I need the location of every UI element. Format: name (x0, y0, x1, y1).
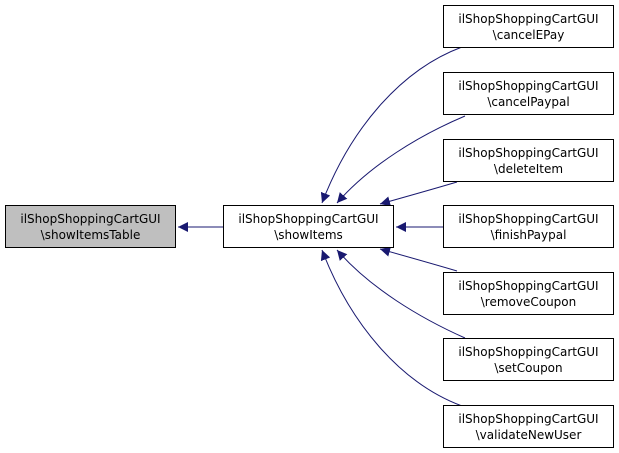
node-method-label: \cancelEPay (492, 27, 565, 42)
node-delete-item[interactable]: ilShopShoppingCartGUI \deleteItem (443, 139, 614, 182)
node-cancel-epay[interactable]: ilShopShoppingCartGUI \cancelEPay (443, 5, 614, 48)
node-method-label: \showItemsTable (40, 227, 141, 242)
node-class-label: ilShopShoppingCartGUI (458, 78, 599, 93)
node-remove-coupon[interactable]: ilShopShoppingCartGUI \removeCoupon (443, 272, 614, 315)
node-class-label: ilShopShoppingCartGUI (458, 145, 599, 160)
edge-deleteItem-to-showItems (379, 181, 458, 207)
edge-cancelPaypal-to-showItems (336, 115, 466, 204)
node-set-coupon[interactable]: ilShopShoppingCartGUI \setCoupon (443, 338, 614, 381)
node-method-label: \removeCoupon (480, 294, 577, 309)
node-method-label: \cancelPaypal (487, 94, 570, 109)
node-class-label: ilShopShoppingCartGUI (458, 211, 599, 226)
node-method-label: \deleteItem (493, 161, 564, 176)
node-method-label: \finishPaypal (490, 227, 567, 242)
node-class-label: ilShopShoppingCartGUI (238, 211, 379, 226)
node-method-label: \validateNewUser (475, 427, 582, 442)
edge-removeCoupon-to-showItems (379, 246, 458, 272)
node-class-label: ilShopShoppingCartGUI (458, 278, 599, 293)
node-show-items-table: ilShopShoppingCartGUI \showItemsTable (5, 205, 176, 248)
node-class-label: ilShopShoppingCartGUI (458, 11, 599, 26)
node-class-label: ilShopShoppingCartGUI (458, 411, 599, 426)
node-validate-new-user[interactable]: ilShopShoppingCartGUI \validateNewUser (443, 405, 614, 448)
node-method-label: \setCoupon (494, 360, 563, 375)
edge-cancelEPay-to-showItems (320, 46, 463, 204)
node-method-label: \showItems (274, 227, 343, 242)
node-class-label: ilShopShoppingCartGUI (20, 211, 161, 226)
node-class-label: ilShopShoppingCartGUI (458, 344, 599, 359)
node-finish-paypal[interactable]: ilShopShoppingCartGUI \finishPaypal (443, 205, 614, 248)
edge-setCoupon-to-showItems (336, 249, 466, 339)
node-cancel-paypal[interactable]: ilShopShoppingCartGUI \cancelPaypal (443, 72, 614, 115)
node-show-items[interactable]: ilShopShoppingCartGUI \showItems (223, 205, 394, 248)
edge-validateNewUser-to-showItems (320, 249, 463, 407)
